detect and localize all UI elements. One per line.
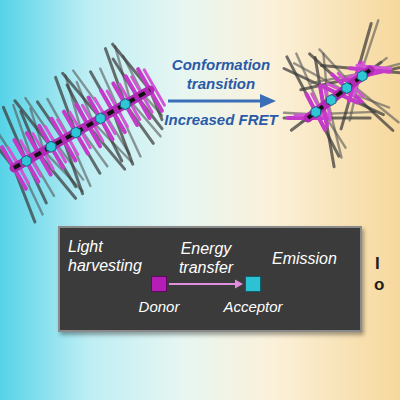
cut-off-text: I	[375, 254, 395, 273]
cut-off-text: o	[374, 275, 394, 294]
light-harvesting-label: Light harvesting	[68, 237, 160, 275]
side-chain	[323, 54, 328, 103]
side-chain	[150, 90, 162, 120]
collapsed-bottlebrush	[284, 20, 400, 167]
backbone-sheath	[308, 70, 370, 118]
acceptor-unit	[358, 71, 368, 82]
fret-label: Increased FRET	[164, 110, 278, 129]
transition-label: Conformation transition	[164, 55, 278, 93]
backbone-sheath	[14, 90, 150, 168]
acceptor-unit	[311, 107, 321, 118]
acceptor-unit	[327, 95, 337, 106]
arrowhead	[235, 280, 243, 289]
acceptor-unit	[96, 113, 106, 124]
acceptor-unit	[342, 83, 352, 94]
side-chain	[336, 58, 387, 96]
donor-segment	[154, 88, 164, 106]
extended-bottlebrush	[0, 44, 164, 222]
edge-label: Energy transfer	[168, 239, 244, 277]
donor-segment	[374, 67, 391, 69]
acceptor-unit	[121, 99, 131, 110]
node-label: Donor	[139, 298, 180, 316]
transition-arrow	[168, 100, 262, 103]
energy-transfer-arrow	[169, 283, 235, 285]
emission-label: Emission	[272, 249, 356, 268]
acceptor-unit	[71, 127, 81, 138]
donor-segment	[144, 70, 154, 88]
transition-arrowhead	[260, 94, 276, 108]
node-label: Acceptor	[223, 298, 282, 316]
donor-square: Donor	[151, 276, 167, 292]
side-chain	[328, 102, 341, 157]
acceptor-unit	[46, 141, 56, 152]
backbone	[308, 70, 370, 118]
backbone	[14, 90, 150, 168]
acceptor-unit	[22, 155, 32, 166]
acceptor-square: Acceptor	[245, 276, 261, 292]
